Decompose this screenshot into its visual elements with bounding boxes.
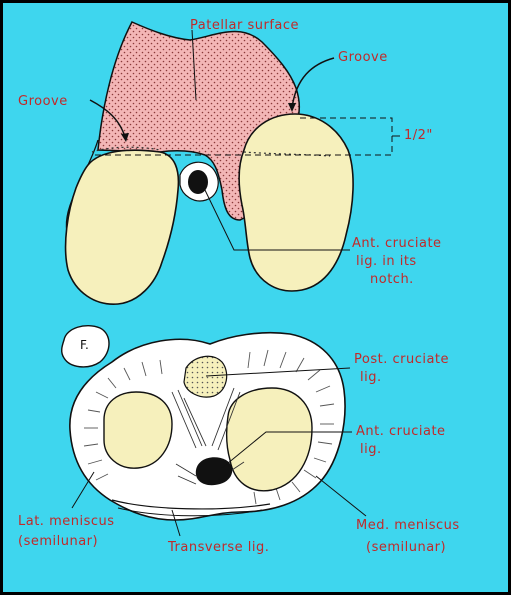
- label-ant-cruciate-femur-1: Ant. cruciate: [352, 236, 442, 251]
- label-groove-right: Groove: [338, 50, 388, 65]
- groove-arrow-right: [291, 57, 335, 109]
- anterior-cruciate-attachment: [195, 457, 233, 486]
- ant-cruciate-tibia-pointer: [221, 431, 352, 469]
- fibula-head: [61, 324, 110, 368]
- med-meniscus-pointer: [315, 475, 367, 517]
- label-transverse: Transverse lig.: [168, 540, 270, 555]
- tibia-upper-surface: [69, 331, 367, 537]
- label-half-inch: 1/2": [404, 128, 433, 143]
- intercondylar-fibres: [171, 387, 245, 485]
- medial-facet: [225, 387, 313, 492]
- ant-cruciate-in-notch: [188, 170, 208, 194]
- label-ant-cruciate-femur-3: notch.: [370, 272, 414, 287]
- label-ant-cruciate-femur-2: lig. in its: [356, 254, 417, 269]
- lat-meniscus-pointer: [71, 471, 95, 509]
- transverse-ligament: [111, 499, 271, 510]
- meniscus-hatching: [83, 349, 335, 505]
- groove-arrow-right-head: [288, 103, 296, 112]
- femur-lower-end: [64, 21, 400, 305]
- label-patellar-surface: Patellar surface: [190, 18, 300, 33]
- label-groove-left: Groove: [18, 94, 68, 109]
- transverse-pointer: [171, 509, 181, 537]
- post-cruciate-pointer: [205, 367, 351, 377]
- label-lat-meniscus-1: Lat. meniscus: [18, 514, 115, 529]
- ant-cruciate-pointer: [203, 187, 350, 251]
- label-post-cruciate-1: Post. cruciate: [354, 352, 450, 367]
- posterior-cruciate: [183, 355, 228, 398]
- medial-condyle: [238, 113, 354, 292]
- transverse-ligament-2: [117, 507, 263, 517]
- articular-margin: [91, 146, 331, 157]
- patellar-pointer: [191, 29, 197, 101]
- label-post-cruciate-2: lig.: [360, 370, 382, 385]
- lateral-facet: [103, 391, 173, 469]
- label-lat-meniscus-2: (semilunar): [18, 534, 99, 549]
- label-ant-cruciate-tibia-2: lig.: [360, 442, 382, 457]
- lateral-condyle: [64, 149, 180, 305]
- label-ant-cruciate-tibia-1: Ant. cruciate: [356, 424, 446, 439]
- label-fibula: F.: [80, 338, 89, 352]
- label-med-meniscus-1: Med. meniscus: [356, 518, 460, 533]
- label-med-meniscus-2: (semilunar): [366, 540, 447, 555]
- groove-arrow-left-head: [121, 133, 129, 142]
